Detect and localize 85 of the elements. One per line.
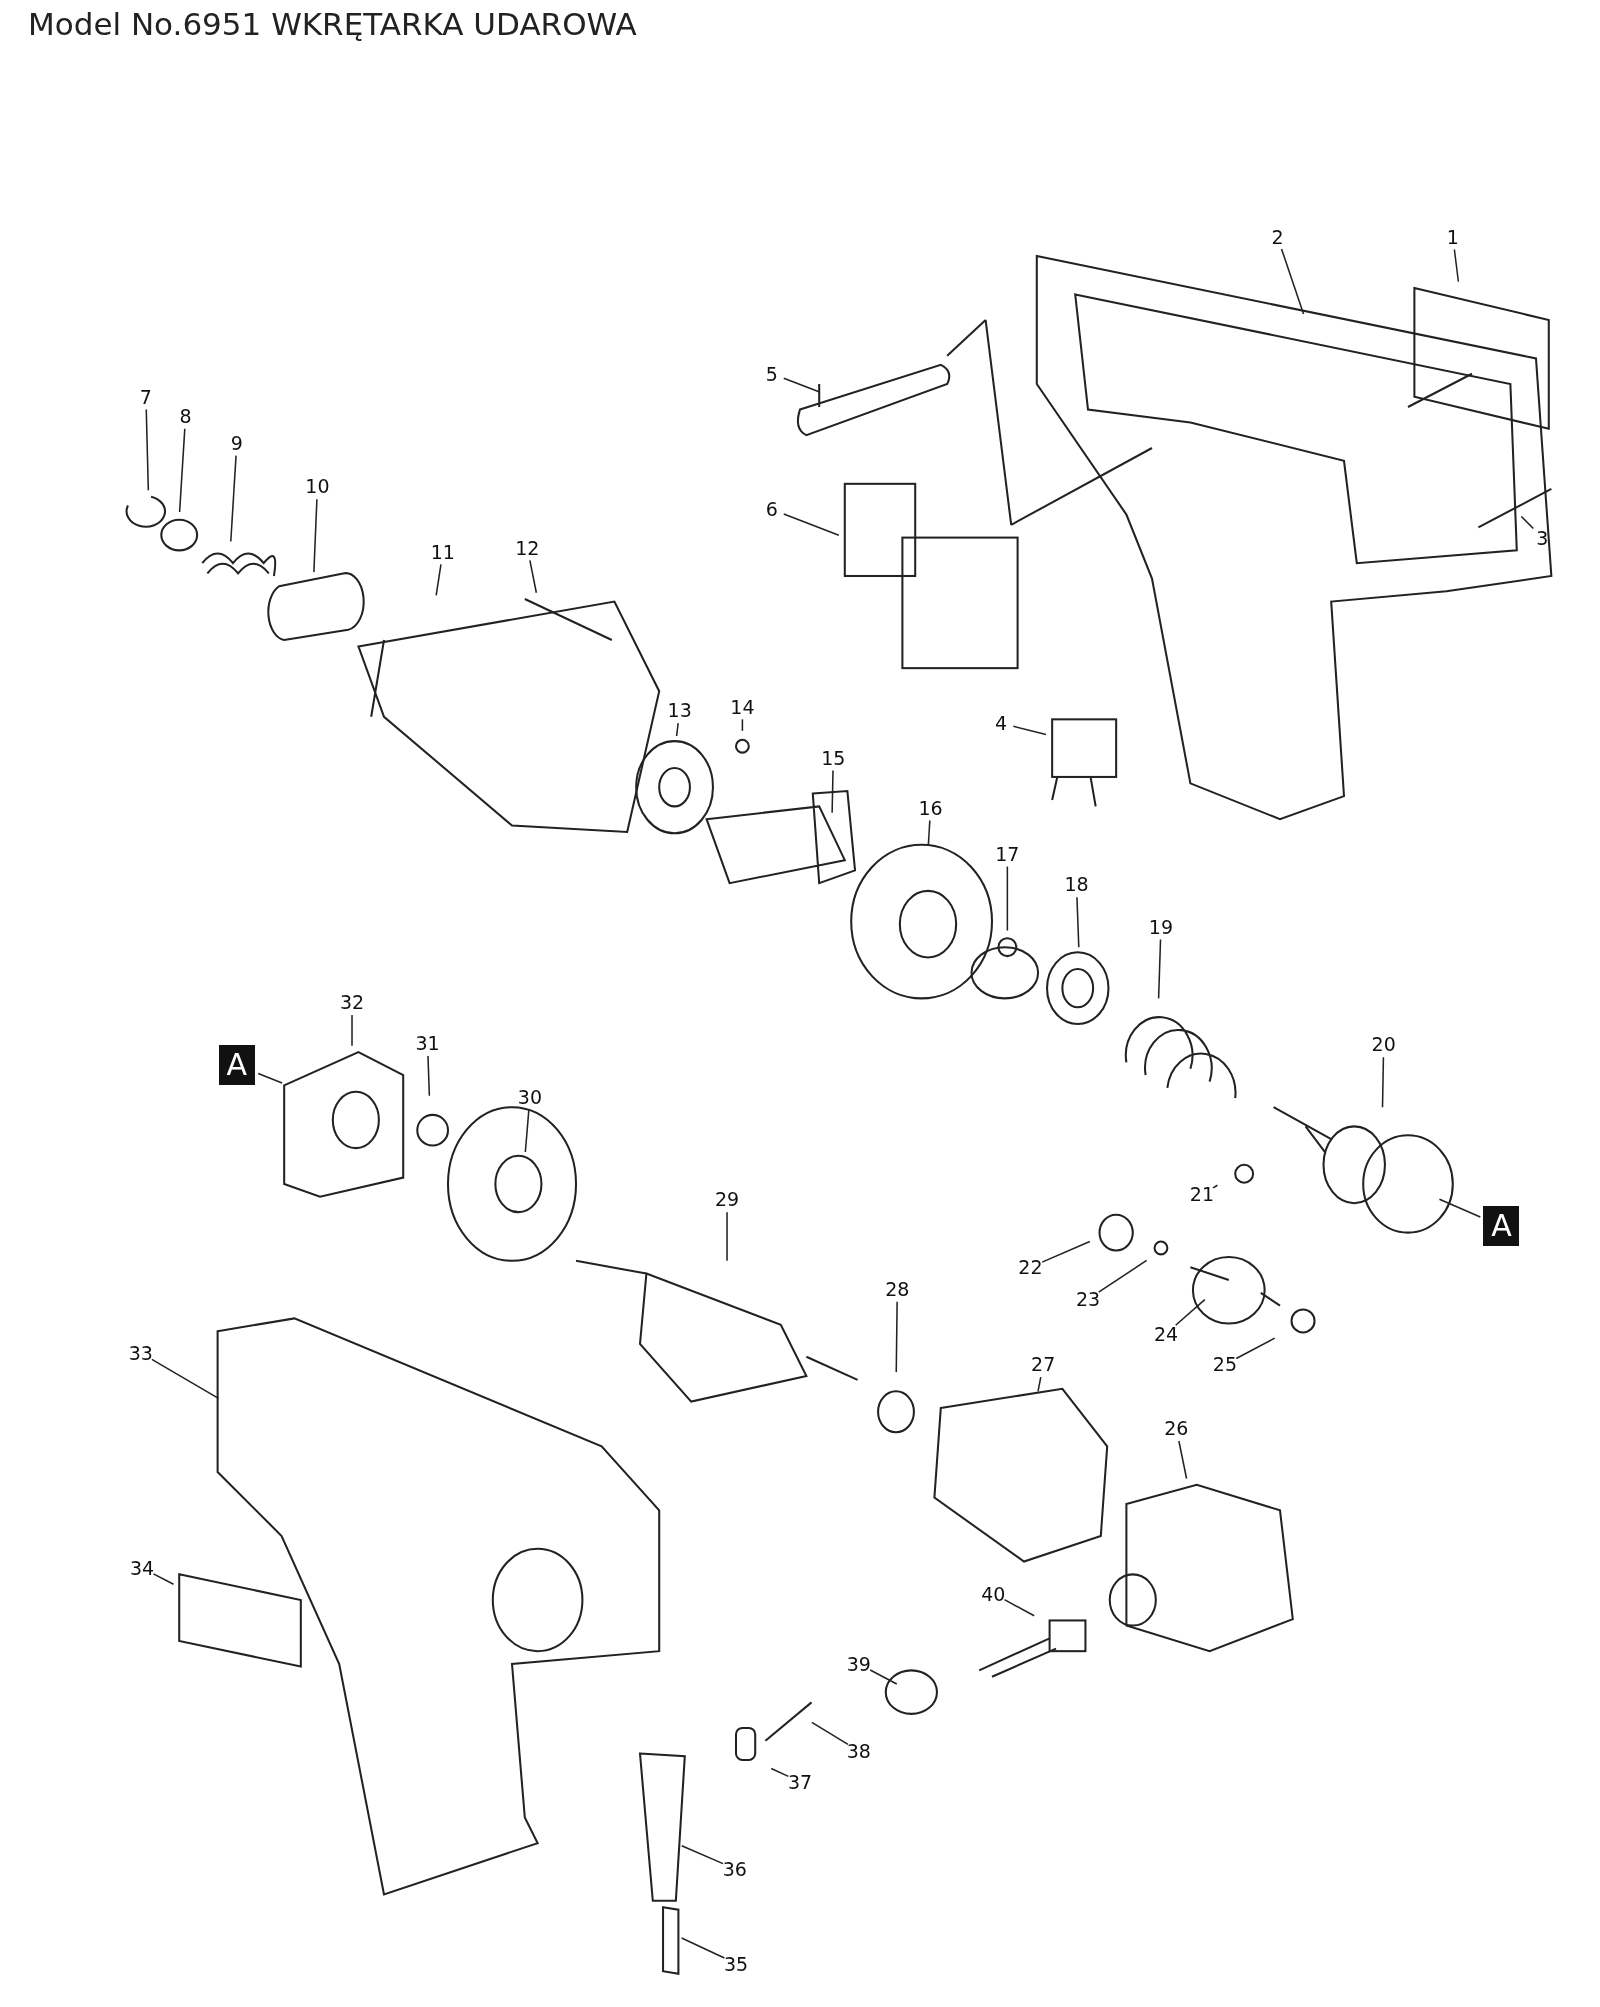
leader-line <box>783 377 821 393</box>
leader-line <box>230 454 237 543</box>
callout-number: 16 <box>917 797 944 819</box>
leader-line <box>1003 1598 1035 1617</box>
callout-number: 17 <box>994 843 1021 865</box>
leader-line <box>1381 1056 1385 1108</box>
leader-line <box>831 769 834 814</box>
callout-number: 28 <box>884 1278 911 1300</box>
callout-number: 18 <box>1063 873 1090 895</box>
leader-line <box>783 513 840 537</box>
leader-line <box>151 1358 220 1400</box>
callout-number: 31 <box>414 1032 441 1054</box>
leader-line <box>257 1072 283 1084</box>
leader-line <box>351 1014 353 1047</box>
leader-line <box>1012 725 1047 736</box>
leader-line <box>895 1300 898 1373</box>
callout-number: 39 <box>845 1653 872 1675</box>
callout-number: 3 <box>1535 527 1550 549</box>
leader-line <box>726 1211 728 1262</box>
callout-number: 8 <box>178 405 193 427</box>
leader-line <box>1174 1298 1206 1327</box>
callout-number: 26 <box>1163 1417 1190 1439</box>
leader-line <box>770 1767 790 1778</box>
leader-line <box>1212 1184 1219 1189</box>
callout-number: 21 <box>1188 1183 1215 1205</box>
leader-line <box>869 1669 898 1685</box>
callout-number: 36 <box>721 1858 748 1880</box>
leader-line <box>1520 515 1535 530</box>
callout-number: 1 <box>1445 226 1460 248</box>
callout-number: 29 <box>713 1188 741 1210</box>
leader-line <box>1097 1259 1148 1293</box>
leader-line <box>680 1937 726 1959</box>
callout-number: 34 <box>129 1557 156 1579</box>
callout-number: 19 <box>1147 916 1175 938</box>
leader-line <box>1178 1440 1188 1480</box>
leader-line <box>313 498 318 573</box>
callout-number: 5 <box>764 363 779 385</box>
callout-number: 38 <box>845 1740 872 1762</box>
leader-line <box>1235 1337 1276 1360</box>
leader-line <box>529 559 538 594</box>
leader-line <box>927 819 931 846</box>
callout-number: 4 <box>993 712 1008 734</box>
callout-number: 27 <box>1030 1353 1057 1375</box>
callout-number: 12 <box>514 537 541 559</box>
reference-marker: A <box>1483 1206 1520 1247</box>
callout-number: 25 <box>1211 1353 1239 1375</box>
callout-number: 33 <box>127 1342 154 1364</box>
callout-number: 37 <box>786 1771 814 1793</box>
leader-line <box>145 408 150 491</box>
callout-number: 7 <box>138 386 153 408</box>
leader-line <box>152 1573 175 1585</box>
leader-line <box>1076 896 1080 948</box>
callout-number: 10 <box>304 475 331 497</box>
page-title: Model No.6951 WKRĘTARKA UDAROWA <box>28 6 637 42</box>
callout-number: 6 <box>764 498 779 520</box>
callout-number: 22 <box>1017 1256 1044 1278</box>
leader-line <box>1453 248 1460 283</box>
leader-line <box>1041 1240 1091 1263</box>
leader-line <box>427 1055 431 1097</box>
callout-number: 23 <box>1074 1288 1102 1310</box>
leader-line <box>811 1721 849 1746</box>
leader-line <box>1438 1198 1482 1218</box>
leader-line <box>675 722 679 737</box>
leader-line <box>1157 938 1162 1000</box>
callout-number: 11 <box>429 541 456 563</box>
leader-line <box>178 428 186 513</box>
callout-number: 13 <box>666 699 693 721</box>
callout-number: 2 <box>1270 226 1285 248</box>
callout-number: 9 <box>229 432 244 454</box>
leader-line <box>1280 248 1305 315</box>
leader-line <box>435 563 442 597</box>
callout-number: 15 <box>820 747 847 769</box>
leader-line <box>1037 1376 1042 1393</box>
leader-line <box>741 718 744 732</box>
callout-number: 20 <box>1370 1033 1397 1055</box>
leader-line <box>1006 865 1009 932</box>
leader-line <box>680 1844 724 1865</box>
callout-number: 35 <box>722 1953 750 1974</box>
callout-number: 24 <box>1153 1323 1180 1345</box>
reference-marker: A <box>218 1044 255 1085</box>
callout-number: 32 <box>338 991 366 1013</box>
callout-number: 30 <box>516 1086 543 1108</box>
callout-number: 14 <box>729 696 756 718</box>
callout-number: 40 <box>980 1583 1007 1605</box>
leader-line <box>524 1108 530 1153</box>
